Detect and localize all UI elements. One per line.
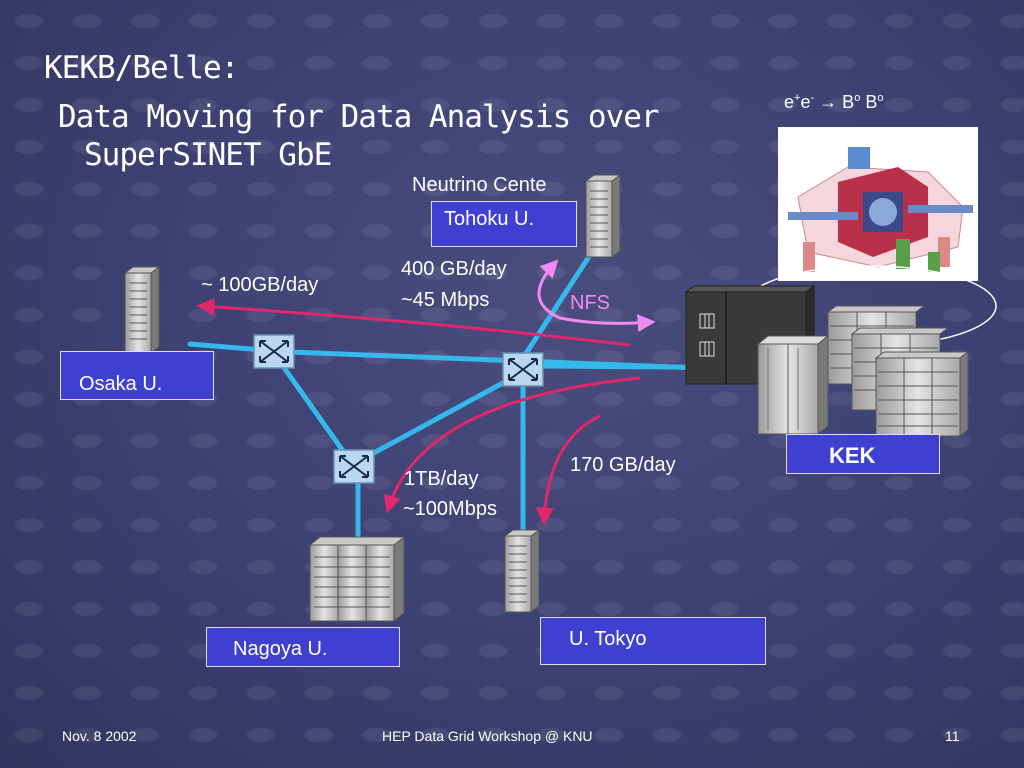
- arrow-osaka: [196, 297, 631, 347]
- label-nagoya-rate-2: ~100Mbps: [403, 498, 497, 520]
- site-label-utokyo: U. Tokyo: [569, 628, 647, 650]
- label-tohoku-rate-2: ~45 Mbps: [401, 289, 490, 311]
- site-label-nagoya: Nagoya U.: [233, 638, 328, 660]
- site-label-osaka: Osaka U.: [79, 373, 163, 395]
- server-tower-tohoku: [584, 174, 622, 258]
- site-label-tohoku: Tohoku U.: [444, 208, 535, 230]
- label-utokyo-rate: 170 GB/day: [570, 454, 676, 476]
- label-tohoku-rate-1: 400 GB/day: [401, 258, 507, 280]
- link-switch1-switch3: [277, 359, 351, 461]
- site-box-utokyo: U. Tokyo: [540, 617, 766, 665]
- site-box-tohoku: Tohoku U.: [431, 201, 577, 247]
- slide-subtitle: Data Moving for Data Analysis over Super…: [58, 99, 660, 173]
- server-tower-osaka: [123, 266, 161, 354]
- server-rack-nagoya: [308, 535, 406, 623]
- footer-date: Nov. 8 2002: [62, 728, 137, 744]
- label-nagoya-rate-1: 1TB/day: [404, 468, 479, 490]
- footer-event: HEP Data Grid Workshop @ KNU: [382, 728, 593, 744]
- site-box-kek: KEK: [786, 434, 940, 474]
- belle-detector-image: [778, 127, 978, 281]
- switch-osaka: [253, 334, 295, 369]
- label-nfs: NFS: [570, 292, 610, 314]
- slide-title: KEKB/Belle:: [44, 50, 239, 86]
- link-osaka-switch: [187, 341, 265, 353]
- site-box-nagoya: Nagoya U.: [206, 627, 400, 667]
- arrow-nagoya: [383, 376, 641, 514]
- server-tower-utokyo: [503, 529, 541, 613]
- site-box-osaka: Osaka U.: [60, 351, 214, 400]
- kek-storage-cluster: [756, 305, 970, 437]
- reaction-formula: e+e- → Bo Bo: [784, 92, 884, 112]
- link-switch3-switch2: [367, 375, 515, 458]
- switch-nagoya: [333, 449, 375, 484]
- transfer-arrows: [196, 297, 641, 526]
- footer-page-number: 11: [945, 728, 960, 744]
- label-osaka-rate: ~ 100GB/day: [201, 274, 319, 296]
- switch-central: [502, 352, 544, 387]
- site-label-kek: KEK: [829, 443, 876, 468]
- arrow-utokyo: [535, 414, 601, 526]
- site-label-neutrino-center: Neutrino Cente: [412, 174, 547, 196]
- nfs-arrow: [537, 259, 656, 333]
